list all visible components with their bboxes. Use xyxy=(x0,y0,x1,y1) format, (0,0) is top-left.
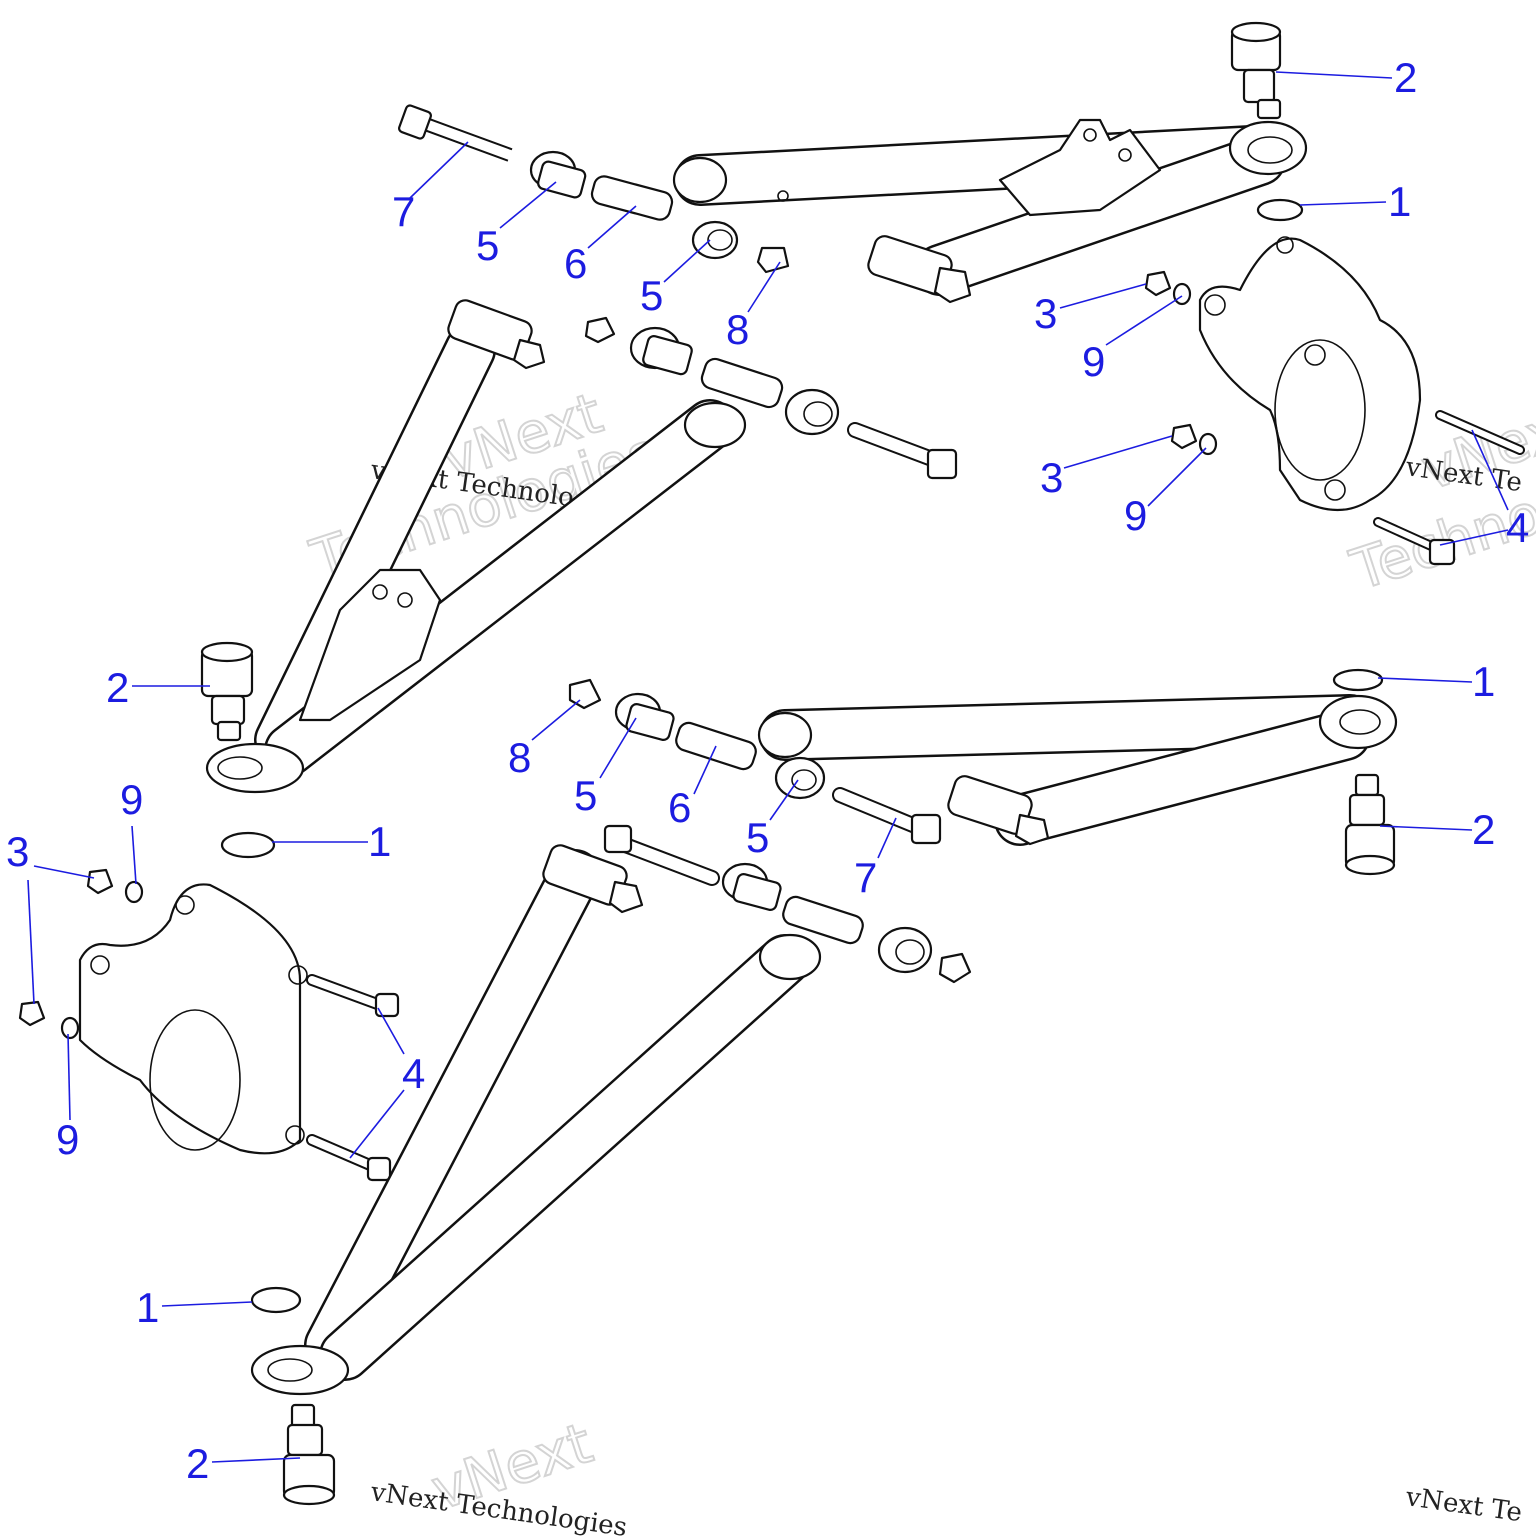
callout-label: 3 xyxy=(1040,454,1063,501)
callout-label: 9 xyxy=(120,776,143,823)
callout-label: 5 xyxy=(476,222,499,269)
callout-label: 9 xyxy=(1124,492,1147,539)
circlip xyxy=(1332,668,1384,692)
middle-right-a-arm xyxy=(757,694,1398,846)
callout-label: 6 xyxy=(564,240,587,287)
ball-joint-bottom xyxy=(282,1403,336,1506)
callout-label: 5 xyxy=(640,272,663,319)
ball-joint-eye xyxy=(205,742,305,794)
upper-left-a-arm xyxy=(205,299,747,794)
nut-8 xyxy=(756,246,790,274)
callout-label: 1 xyxy=(136,1284,159,1331)
callout-label: 2 xyxy=(186,1440,209,1487)
leader-lines xyxy=(27,71,1509,1463)
watermark-bottom: vNext vNext Technologies vNext Te xyxy=(368,1410,1524,1536)
pivot-sleeve xyxy=(683,401,747,449)
bolt-head xyxy=(1428,538,1456,566)
callout-label: 2 xyxy=(1394,54,1417,101)
bolt-7-top xyxy=(398,104,515,162)
lower-left-knuckle xyxy=(78,883,308,1155)
callout-label: 5 xyxy=(574,772,597,819)
pivot-sleeve xyxy=(672,156,728,204)
nut-3 xyxy=(86,868,114,895)
washer-9 xyxy=(1172,282,1192,306)
nut-3 xyxy=(1144,270,1172,297)
ball-joint-eye xyxy=(250,1344,350,1396)
callout-label: 4 xyxy=(402,1050,425,1097)
washer-9 xyxy=(124,880,144,904)
pivot-sleeve xyxy=(757,711,813,759)
upper-right-a-arm xyxy=(672,118,1308,296)
callout-label: 1 xyxy=(368,818,391,865)
callout-label: 5 xyxy=(746,814,769,861)
bushing-set-lower xyxy=(603,824,972,984)
ball-joint-eye xyxy=(1228,120,1308,176)
ball-joint-mid-right xyxy=(1344,773,1396,876)
ball-joint-top-right xyxy=(1230,21,1282,120)
steering-knuckle-right xyxy=(1198,236,1422,511)
washer-9 xyxy=(60,1016,80,1040)
callout-label: 9 xyxy=(56,1116,79,1163)
callout-label: 3 xyxy=(1034,290,1057,337)
callout-label: 7 xyxy=(392,188,415,235)
circlip xyxy=(250,1286,302,1314)
callout-label: 9 xyxy=(1082,338,1105,385)
callout-label: 4 xyxy=(1506,504,1529,551)
circlip xyxy=(220,831,276,859)
callout-label: 1 xyxy=(1472,658,1495,705)
nut-3 xyxy=(18,1000,46,1027)
callout-labels: 2 1 7 5 6 5 8 3 9 3 9 4 2 8 5 6 5 7 1 2 … xyxy=(6,54,1529,1487)
lower-a-arm xyxy=(250,844,822,1396)
nut-3 xyxy=(1170,423,1198,450)
callout-label: 2 xyxy=(1472,806,1495,853)
callout-label: 1 xyxy=(1388,178,1411,225)
callout-label: 7 xyxy=(854,854,877,901)
pivot-sleeve xyxy=(758,933,822,981)
callout-label: 2 xyxy=(106,664,129,711)
shock-mount-bracket xyxy=(998,118,1162,217)
callout-label: 8 xyxy=(508,734,531,781)
ball-joint-left xyxy=(200,641,254,742)
bushing-sleeve xyxy=(590,175,674,221)
circlip xyxy=(1256,198,1304,222)
callout-label: 6 xyxy=(668,784,691,831)
pivot-bolt-upper-right xyxy=(867,235,972,304)
bushing-set-center xyxy=(584,316,958,480)
ball-joint-eye xyxy=(1318,694,1398,750)
callout-label: 8 xyxy=(726,306,749,353)
bushing-set-top xyxy=(529,150,790,274)
watermark-brand-text: vNext Te xyxy=(1403,1482,1524,1528)
callout-label: 3 xyxy=(6,828,29,875)
